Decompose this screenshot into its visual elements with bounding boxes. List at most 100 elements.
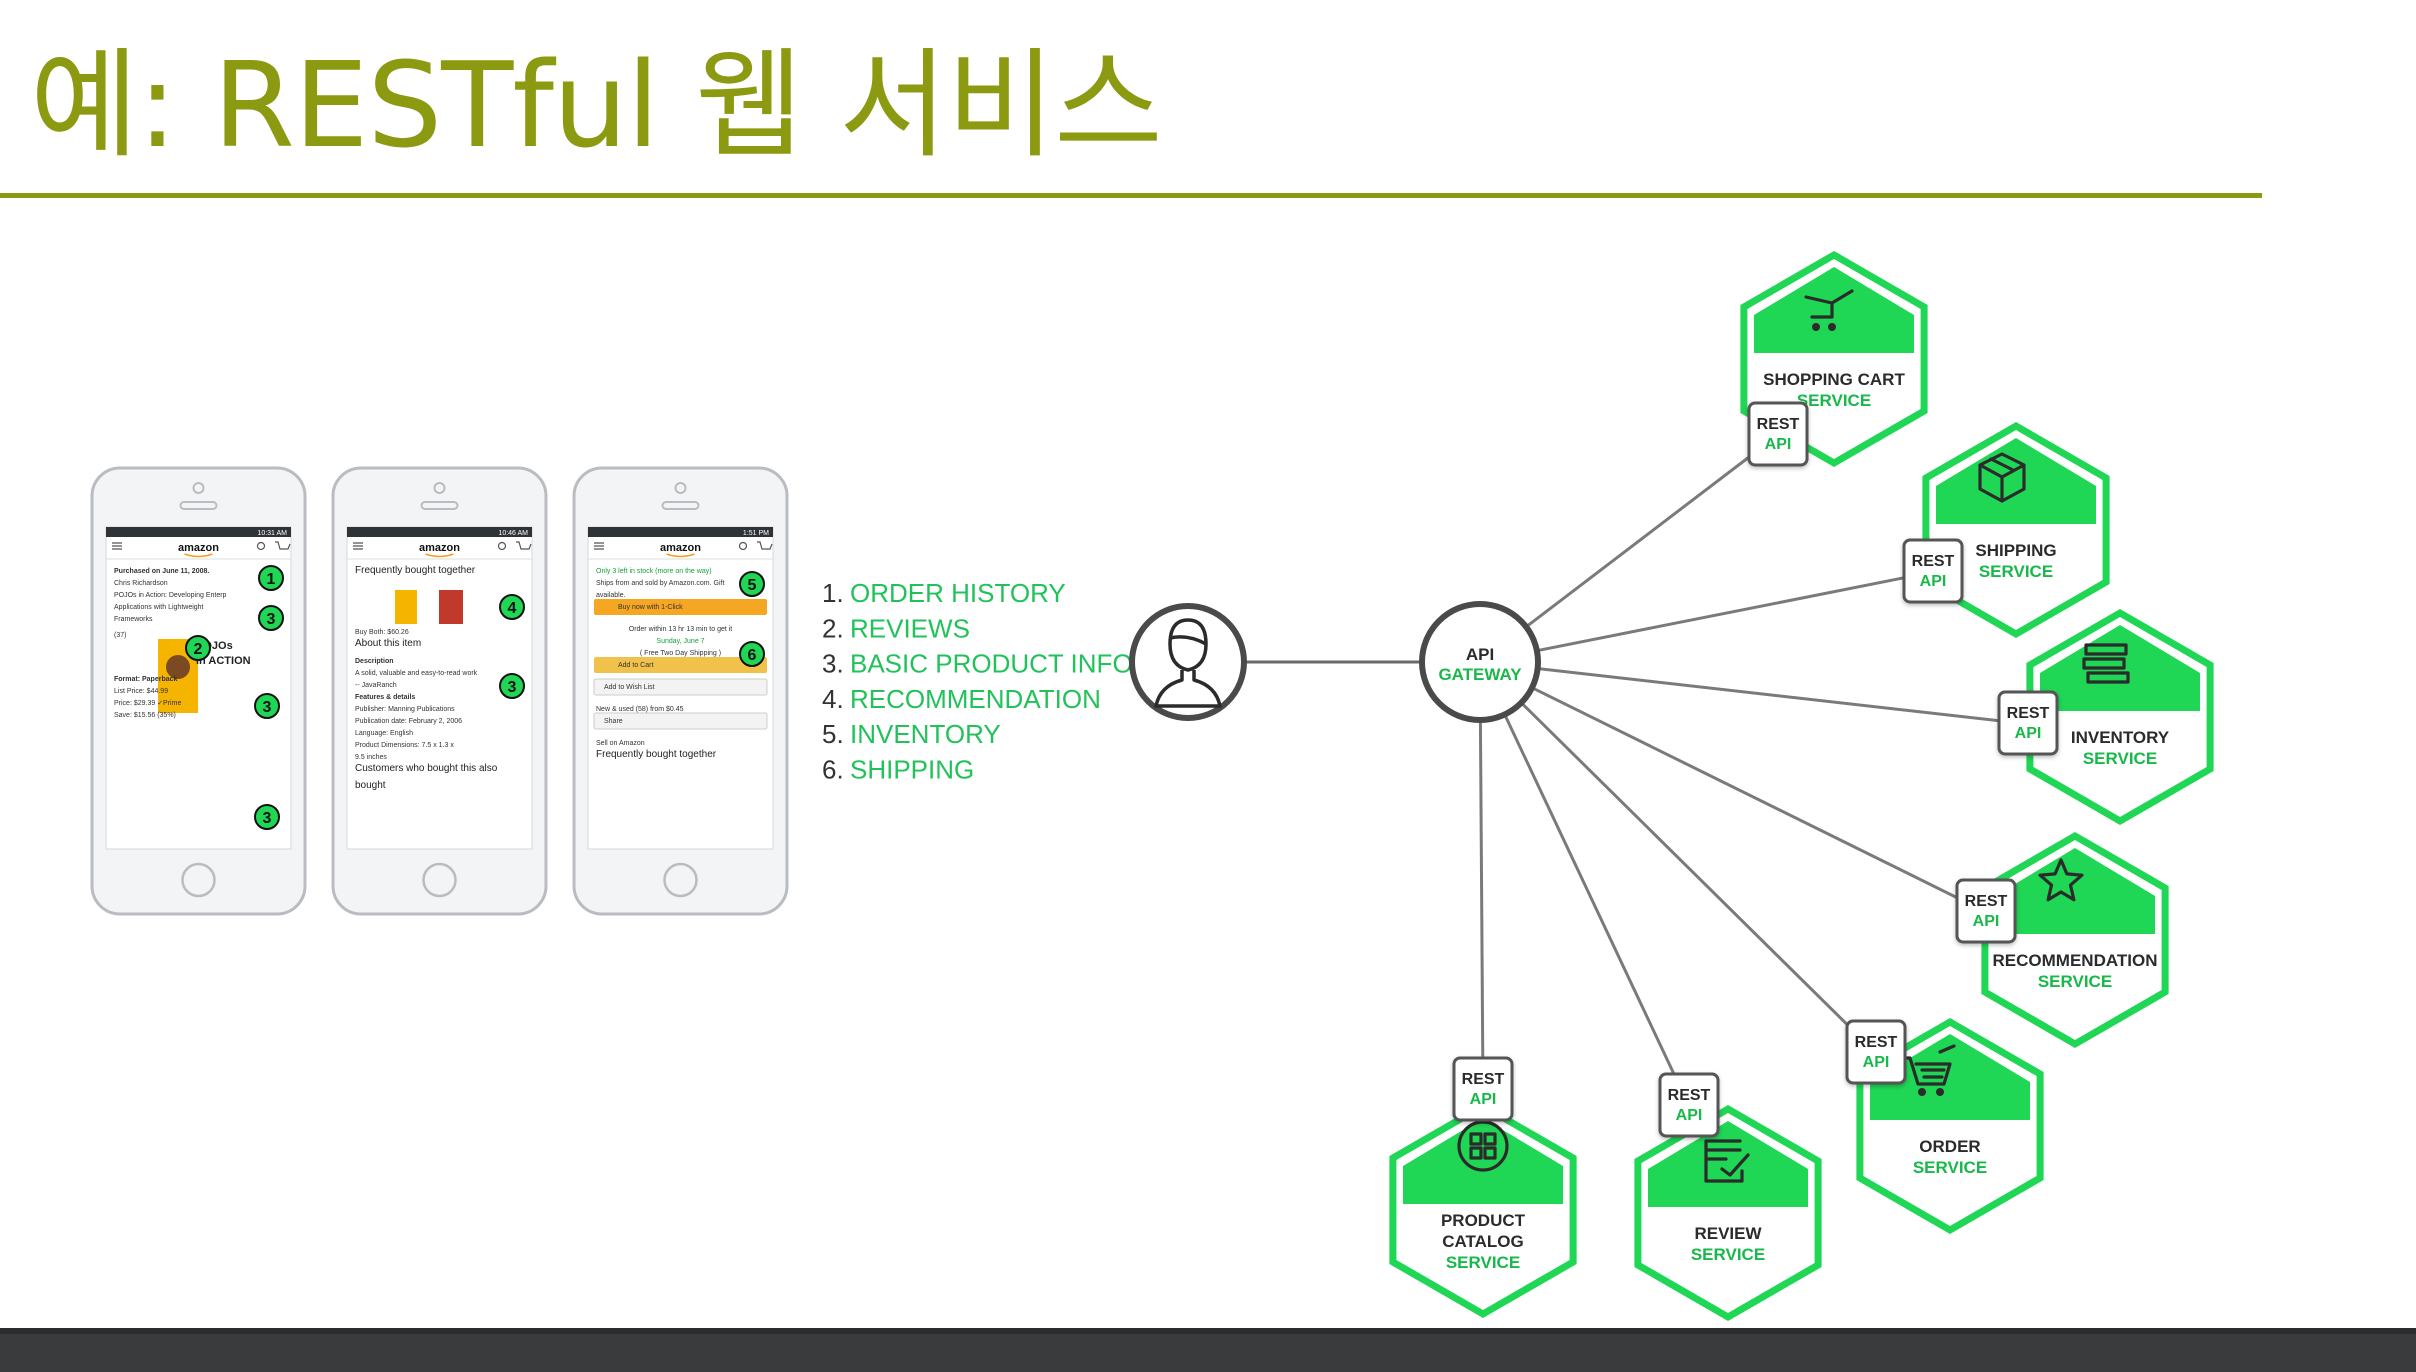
svg-text:4: 4 xyxy=(508,600,517,617)
service-suffix: SERVICE xyxy=(1797,391,1871,410)
phone-text-line: Purchased on June 11, 2008. xyxy=(114,568,209,575)
number-badge: 2 xyxy=(185,635,211,661)
svg-text:3: 3 xyxy=(263,810,272,827)
phone-text-line: List Price: $44.99 xyxy=(114,688,168,695)
list-item-3: 3.BASIC PRODUCT INFO xyxy=(822,649,1133,679)
phone-text-line: Add to Wish List xyxy=(604,684,655,691)
bottom-bar-edge xyxy=(0,1328,2416,1334)
search-icon xyxy=(497,541,507,551)
phone-text-line: Order within 13 hr 13 min to get it xyxy=(629,626,733,633)
phone-text-line: Frequently bought together xyxy=(596,749,717,760)
svg-text:1: 1 xyxy=(267,571,276,588)
service-name: ORDER xyxy=(1919,1137,1980,1156)
phone-text-line: Sell on Amazon xyxy=(596,740,645,747)
service-nodes: SHOPPING CARTSERVICERESTAPISHIPPINGSERVI… xyxy=(1389,250,2214,1322)
gateway-label-1: API xyxy=(1466,645,1494,664)
api-label: API xyxy=(1765,436,1792,453)
svg-text:6: 6 xyxy=(748,647,757,664)
phone-text-line: available. xyxy=(596,592,626,599)
cart-icon xyxy=(757,541,773,550)
rest-label: REST xyxy=(2007,705,2050,722)
phone-text-line: bought xyxy=(355,780,386,791)
phone-text-line: Frameworks xyxy=(114,616,153,623)
list-number: 3. xyxy=(822,649,844,679)
api-gateway: API GATEWAY xyxy=(1419,601,1541,723)
grid-icon xyxy=(1457,1120,1509,1172)
phone-text-line: Price: $29.39 ✓Prime xyxy=(114,700,181,707)
review-icon xyxy=(1704,1139,1750,1183)
star-icon xyxy=(2038,858,2084,902)
phone-text-line: Features & details xyxy=(355,694,415,701)
list-item-2: 2.REVIEWS xyxy=(822,613,970,643)
svg-text:3: 3 xyxy=(263,699,272,716)
rest-api-badge: REST API xyxy=(1747,401,1809,467)
number-badge: 4 xyxy=(499,594,525,620)
phone-text-line: New & used (58) from $0.45 xyxy=(596,706,684,713)
user-node xyxy=(1129,603,1247,721)
list-cart-icon xyxy=(1900,1044,1956,1096)
phone-text-line: A solid, valuable and easy-to-read work xyxy=(355,670,478,677)
rest-label: REST xyxy=(1668,1087,1711,1104)
list-text: INVENTORY xyxy=(850,719,1001,749)
list-number: 1. xyxy=(822,578,844,608)
svg-text:5: 5 xyxy=(748,577,757,594)
phone-text-line: Buy now with 1-Click xyxy=(618,604,683,611)
amazon-logo: amazon xyxy=(419,542,460,554)
rest-label: REST xyxy=(1912,553,1955,570)
service-name: INVENTORY xyxy=(2071,728,2170,747)
service-name: SHOPPING CART xyxy=(1763,370,1905,389)
phone-text-line: Format: Paperback xyxy=(114,676,178,683)
service-name: PRODUCT xyxy=(1441,1211,1526,1230)
rest-label: REST xyxy=(1855,1034,1898,1051)
svg-text:3: 3 xyxy=(508,679,517,696)
service-suffix: SERVICE xyxy=(1979,562,2053,581)
phone-text-line: POJOs in Action: Developing Enterp xyxy=(114,592,227,599)
phone-text-line: Save: $15.56 (35%) xyxy=(114,712,176,719)
phone-text-line: Only 3 left in stock (more on the way) xyxy=(596,568,712,575)
search-icon xyxy=(256,541,266,551)
list-number: 2. xyxy=(822,613,844,643)
phone-text-line: Product Dimensions: 7.5 x 1.3 x xyxy=(355,742,454,749)
phone-text-line: Chris Richardson xyxy=(114,580,168,587)
phone-text-line: 9.5 inches xyxy=(355,754,387,761)
phone-text-line: ( Free Two Day Shipping ) xyxy=(640,650,721,657)
service-suffix: SERVICE xyxy=(1446,1253,1520,1272)
amazon-logo: amazon xyxy=(660,542,701,554)
phone-text-line: Sunday, June 7 xyxy=(656,638,704,645)
svg-text:3: 3 xyxy=(267,611,276,628)
phone-text-line: (37) xyxy=(114,632,126,639)
service-suffix: SERVICE xyxy=(1691,1245,1765,1264)
user-icon xyxy=(1154,618,1222,708)
list-item-5: 5.INVENTORY xyxy=(822,719,1001,749)
number-badge: 6 xyxy=(739,641,765,667)
phone-text-line: Language: English xyxy=(355,730,413,737)
api-label: API xyxy=(1470,1091,1497,1108)
list-text: BASIC PRODUCT INFO xyxy=(850,649,1133,679)
connector-lines xyxy=(1244,433,2029,1107)
list-text: RECOMMENDATION xyxy=(850,684,1101,714)
phone-text-line: Buy Both: $60.26 xyxy=(355,629,409,636)
phone-text-line: About this item xyxy=(355,638,421,649)
rest-label: REST xyxy=(1757,416,1800,433)
api-label: API xyxy=(2015,725,2042,742)
phone-text-line: Frequently bought together xyxy=(355,565,476,576)
phone-text-line: Ships from and sold by Amazon.com. Gift xyxy=(596,580,724,587)
phone-text-line: Customers who bought this also xyxy=(355,763,498,774)
api-label: API xyxy=(1676,1107,1703,1124)
list-item-4: 4.RECOMMENDATION xyxy=(822,684,1101,714)
api-label: API xyxy=(1863,1054,1890,1071)
amazon-logo: amazon xyxy=(178,542,219,554)
cart-icon xyxy=(275,541,291,550)
box-icon xyxy=(1978,452,2026,503)
phone-text-line: Description xyxy=(355,658,394,665)
number-badge: 3 xyxy=(254,693,280,719)
rest-label: REST xyxy=(1965,893,2008,910)
